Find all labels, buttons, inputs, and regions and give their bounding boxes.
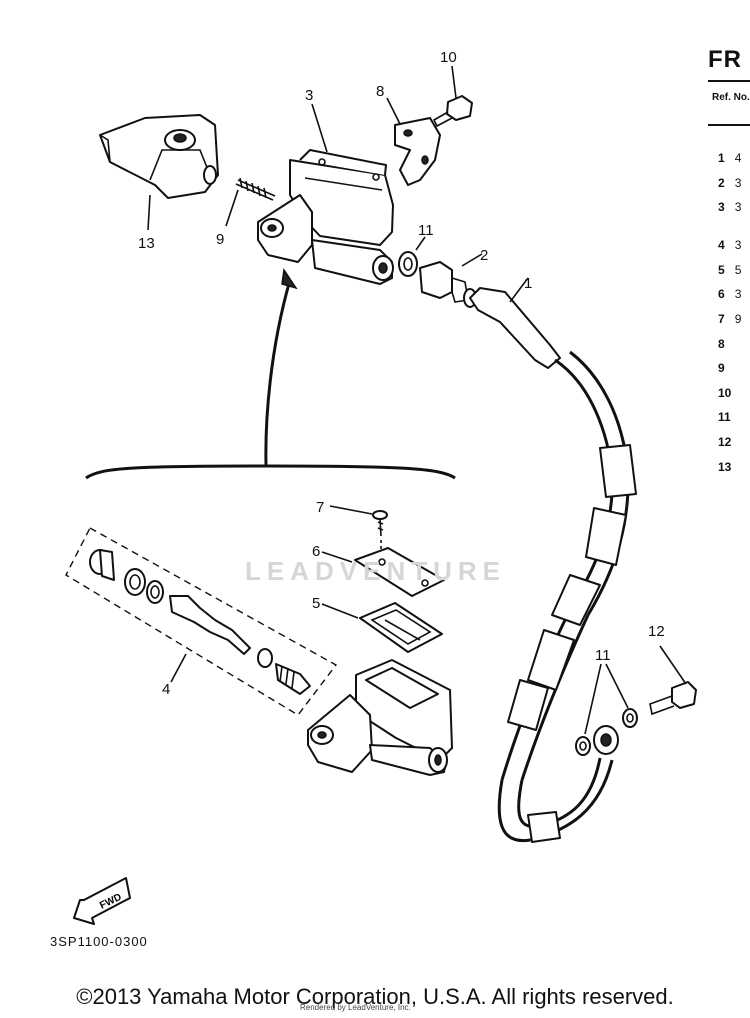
callout-11-bottom: 11: [595, 647, 611, 664]
part-11-washer-top[interactable]: [398, 251, 418, 277]
diagram-code: 3SP1100-0300: [50, 934, 148, 949]
callout-11-top: 11: [418, 222, 434, 239]
title-rule: [708, 80, 750, 82]
part-9-screw[interactable]: [235, 177, 276, 201]
ref-row[interactable]: 9: [718, 361, 725, 376]
part-8-holder[interactable]: [394, 117, 441, 186]
callout-3: 3: [305, 87, 313, 104]
part-5-diaphragm[interactable]: [359, 602, 443, 653]
part-4-piston-kit[interactable]: [89, 549, 311, 695]
callout-7: 7: [316, 499, 324, 516]
callout-6: 6: [312, 543, 320, 560]
ref-row[interactable]: 13: [718, 459, 732, 474]
callout-4: 4: [162, 681, 170, 698]
detail-arrowhead: [281, 267, 298, 290]
callout-13: 13: [138, 235, 155, 252]
header-rule: [708, 124, 750, 126]
part-1-brake-hose[interactable]: [469, 287, 637, 843]
ref-row[interactable]: 8: [718, 336, 725, 351]
callout-9: 9: [216, 231, 224, 248]
part-3-master-cylinder[interactable]: [257, 149, 394, 285]
part-7-screw[interactable]: [372, 510, 388, 537]
part-11-washers-bottom[interactable]: [575, 708, 638, 756]
detail-bracket: [85, 464, 456, 480]
callout-12: 12: [648, 623, 665, 640]
ref-no-header: Ref. No.: [712, 92, 750, 103]
callout-2: 2: [480, 247, 488, 264]
part-12-union-bolt[interactable]: [649, 681, 697, 716]
part-13-bracket-cover[interactable]: [99, 114, 219, 199]
parts-list-title: FR: [708, 46, 742, 73]
part-2-union-bolt[interactable]: [419, 261, 477, 308]
rendered-by-credit: Rendered by LeadVenture, Inc.: [300, 1003, 411, 1012]
master-cylinder-lower[interactable]: [307, 659, 453, 776]
ref-row[interactable]: 11: [718, 410, 731, 425]
part-10-bolt[interactable]: [432, 95, 473, 128]
part-6-plate[interactable]: [354, 547, 445, 597]
callout-8: 8: [376, 83, 384, 100]
copyright-notice: ©2013 Yamaha Motor Corporation, U.S.A. A…: [76, 984, 674, 1009]
detail-arrow: [264, 279, 292, 466]
callout-10: 10: [440, 49, 457, 66]
watermark: LEADVENTURE: [245, 556, 507, 586]
ref-row[interactable]: 12: [718, 434, 732, 449]
callout-5: 5: [312, 595, 320, 612]
callout-1: 1: [524, 275, 532, 292]
ref-row[interactable]: 10: [718, 385, 732, 400]
fwd-arrow-icon: FWD: [73, 877, 131, 925]
